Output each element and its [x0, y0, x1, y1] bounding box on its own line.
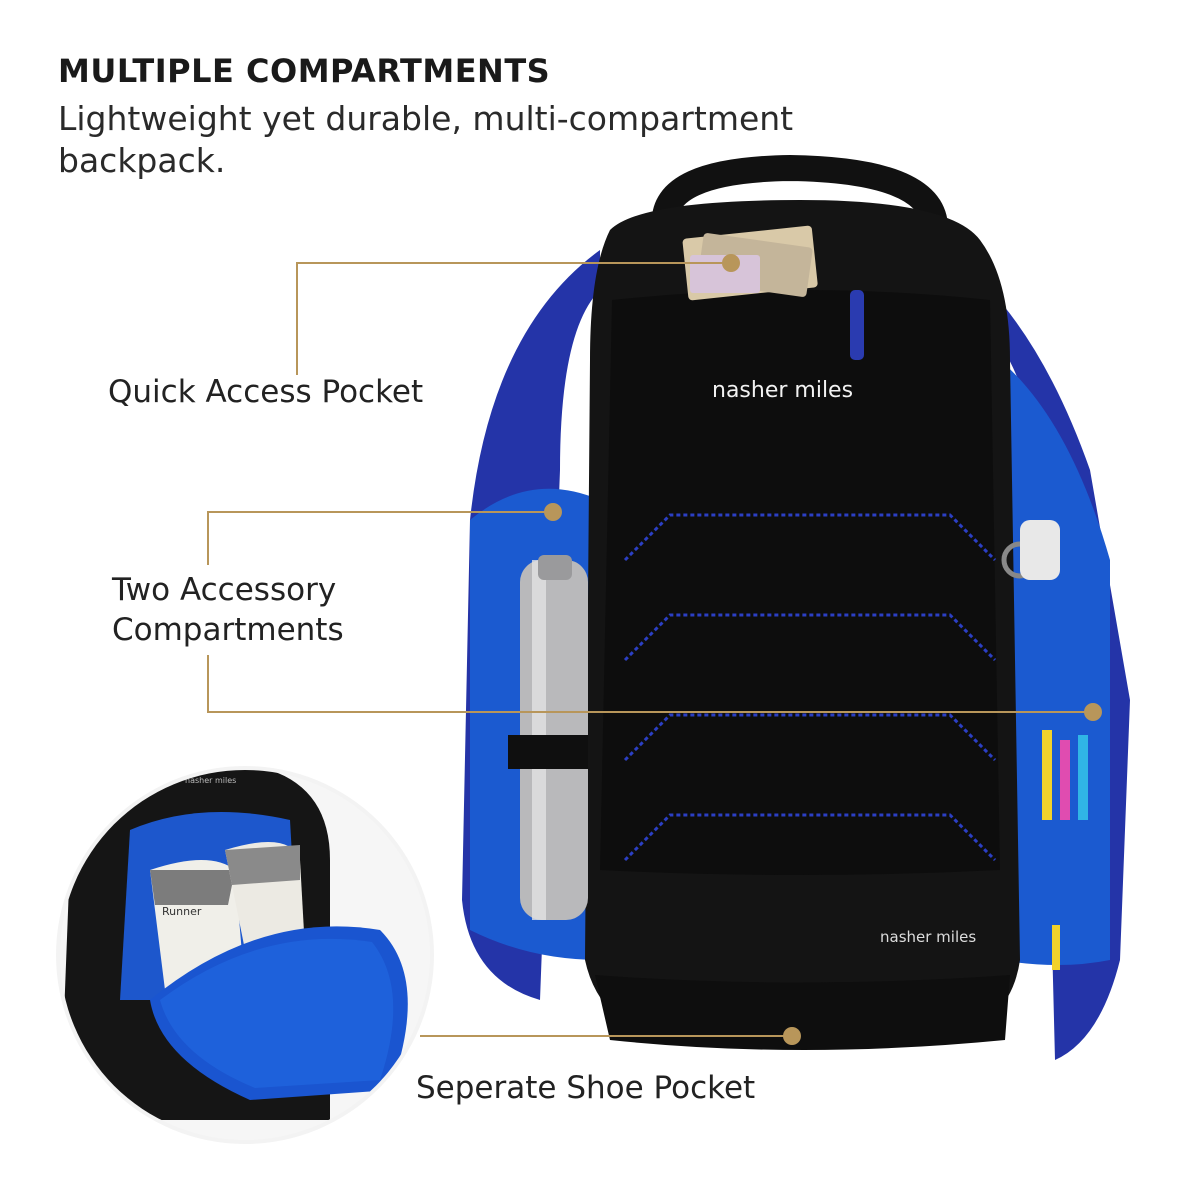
callout-quick-access-pocket: Quick Access Pocket	[108, 374, 424, 410]
inset-brand-logo: nasher miles	[185, 776, 236, 785]
dot-accessory-right	[1084, 703, 1102, 721]
shoe-brand: Runner	[162, 905, 202, 918]
shoe-pocket-inset: Runner nasher miles	[56, 766, 434, 1144]
zipper-pull	[850, 290, 864, 360]
callout-accessory-line2: Compartments	[112, 612, 344, 648]
top-handle	[651, 154, 948, 238]
page-subtitle: Lightweight yet durable, multi-compartme…	[58, 99, 794, 180]
accessory-item	[1020, 520, 1060, 580]
water-bottle	[508, 555, 588, 920]
shoe-pocket-base	[595, 975, 1010, 1050]
dot-accessory-left	[544, 503, 562, 521]
callout-accessory-line1: Two Accessory	[112, 572, 337, 608]
dot-quick-access	[722, 254, 740, 272]
callout-lines	[207, 262, 1093, 1037]
pens	[1042, 730, 1088, 970]
front-stitching	[623, 513, 997, 862]
dot-shoe-pocket	[783, 1027, 801, 1045]
callout-dots	[544, 254, 1102, 1045]
cash-notes	[682, 225, 818, 301]
callout-shoe-pocket: Seperate Shoe Pocket	[416, 1070, 756, 1106]
page-title: MULTIPLE COMPARTMENTS	[58, 52, 551, 90]
front-panel	[600, 290, 1000, 875]
callout-accessory-compartments: Two Accessory Compartments	[112, 570, 344, 650]
brand-logo-lower: nasher miles	[880, 928, 976, 946]
backpack-main: nasher miles nasher miles	[462, 154, 1130, 1060]
brand-logo-front: nasher miles	[712, 378, 853, 403]
